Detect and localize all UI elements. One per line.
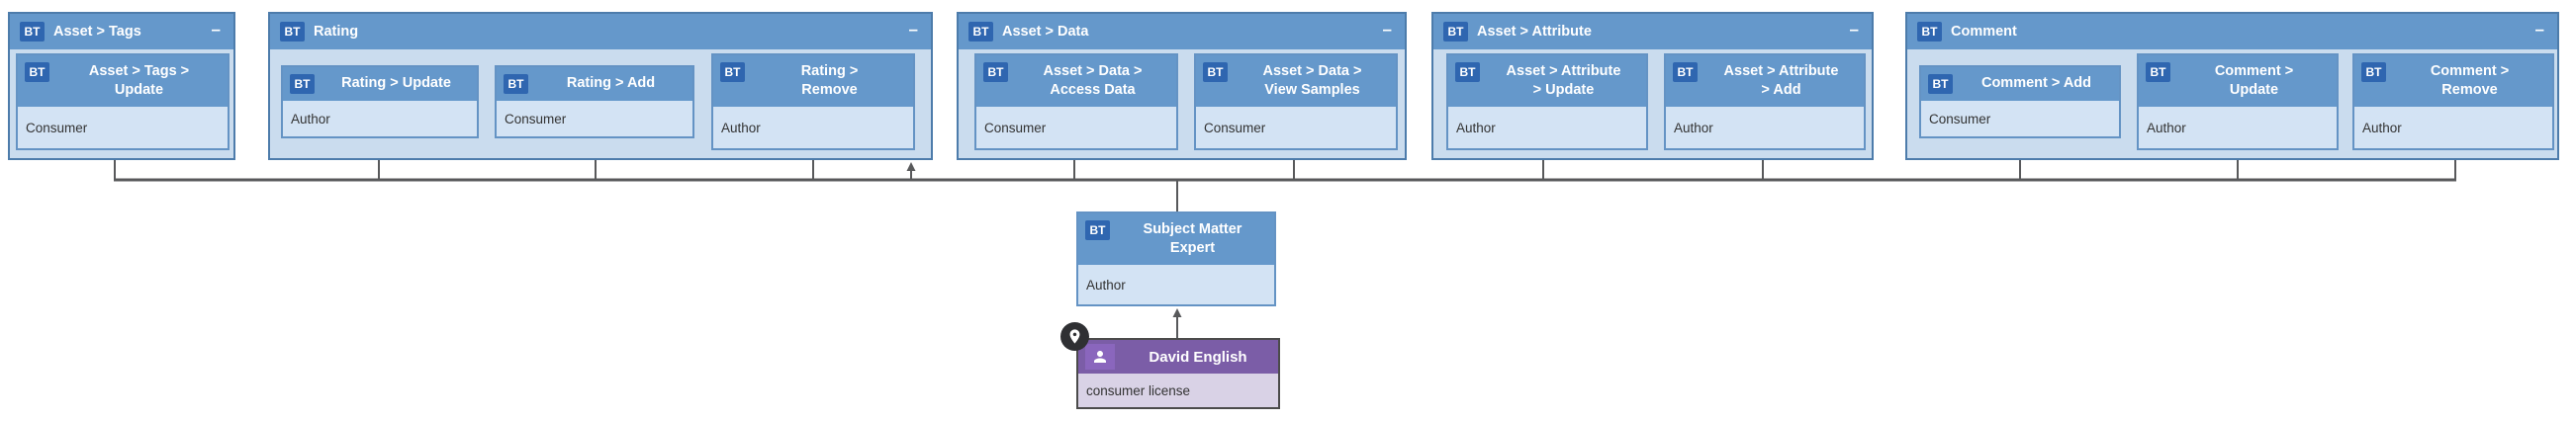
node-title: Asset > Data > Access Data xyxy=(1043,63,1143,99)
node-role: Author xyxy=(291,111,330,126)
business-term-badge-icon: BT xyxy=(1455,62,1480,82)
group-asset-data[interactable]: BT Asset > Data – BT Asset > Data > Acce… xyxy=(957,12,1407,160)
node-asset-data-access-data[interactable]: BT Asset > Data > Access Data Consumer xyxy=(974,53,1178,150)
group-title: Asset > Attribute xyxy=(1477,24,1592,40)
business-term-badge-icon: BT xyxy=(2146,62,2170,82)
node-role: Author xyxy=(1086,277,1126,293)
node-role: Consumer xyxy=(26,120,88,135)
business-term-badge-icon: BT xyxy=(25,62,49,82)
group-title: Rating xyxy=(314,24,359,40)
node-role: Consumer xyxy=(1204,120,1266,135)
node-title: Rating > Add xyxy=(566,75,656,91)
node-role: Consumer xyxy=(1929,111,1991,126)
node-asset-attribute-add[interactable]: BT Asset > Attribute > Add Author xyxy=(1664,53,1866,150)
node-role: Author xyxy=(2147,120,2186,135)
location-pin-icon xyxy=(1060,322,1089,351)
minimize-button[interactable]: – xyxy=(908,19,918,39)
minimize-button[interactable]: – xyxy=(1382,19,1392,39)
group-asset-attribute[interactable]: BT Asset > Attribute – BT Asset > Attrib… xyxy=(1431,12,1874,160)
group-header[interactable]: BT Asset > Tags – xyxy=(10,14,233,49)
business-term-badge-icon: BT xyxy=(720,62,745,82)
group-title: Asset > Data xyxy=(1002,24,1089,40)
group-title: Asset > Tags xyxy=(53,24,141,40)
node-title: Rating > Update xyxy=(341,75,451,91)
business-term-badge-icon: BT xyxy=(1673,62,1698,82)
node-title: Asset > Attribute > Update xyxy=(1506,63,1621,99)
node-role: Author xyxy=(1674,120,1713,135)
group-asset-tags[interactable]: BT Asset > Tags – BT Asset > Tags > Upda… xyxy=(8,12,235,160)
node-role: Author xyxy=(1456,120,1496,135)
group-title: Comment xyxy=(1951,24,2017,40)
node-rating-add[interactable]: BT Rating > Add Consumer xyxy=(495,65,694,138)
business-term-badge-icon: BT xyxy=(983,62,1008,82)
group-comment[interactable]: BT Comment – BT Comment > Add Consumer B… xyxy=(1905,12,2559,160)
node-title: Comment > Add xyxy=(1980,75,2092,91)
node-title: Rating > Remove xyxy=(800,63,859,99)
user-name: David English xyxy=(1149,348,1247,366)
business-term-badge-icon: BT xyxy=(968,22,993,42)
node-role: Consumer xyxy=(984,120,1047,135)
node-subject-matter-expert[interactable]: BT Subject Matter Expert Author xyxy=(1076,211,1276,306)
group-header[interactable]: BT Comment – xyxy=(1907,14,2557,49)
business-term-badge-icon: BT xyxy=(1928,74,1953,94)
minimize-button[interactable]: – xyxy=(2534,19,2544,39)
group-rating[interactable]: BT Rating – BT Rating > Update Author BT… xyxy=(268,12,933,160)
group-header[interactable]: BT Asset > Attribute – xyxy=(1433,14,1872,49)
minimize-button[interactable]: – xyxy=(211,19,221,39)
person-icon xyxy=(1085,344,1115,370)
business-term-badge-icon: BT xyxy=(1203,62,1228,82)
node-title: Asset > Data > View Samples xyxy=(1262,63,1362,99)
node-comment-remove[interactable]: BT Comment > Remove Author xyxy=(2352,53,2554,150)
business-term-badge-icon: BT xyxy=(2361,62,2386,82)
node-asset-data-view-samples[interactable]: BT Asset > Data > View Samples Consumer xyxy=(1194,53,1398,150)
business-term-badge-icon: BT xyxy=(504,74,528,94)
business-term-badge-icon: BT xyxy=(1917,22,1942,42)
node-role: Author xyxy=(2362,120,2402,135)
minimize-button[interactable]: – xyxy=(1849,19,1859,39)
node-comment-add[interactable]: BT Comment > Add Consumer xyxy=(1919,65,2121,138)
node-title: Comment > Update xyxy=(2214,63,2294,99)
group-header[interactable]: BT Asset > Data – xyxy=(959,14,1405,49)
node-title: Asset > Tags > Update xyxy=(88,63,190,99)
node-comment-update[interactable]: BT Comment > Update Author xyxy=(2137,53,2339,150)
node-title: Subject Matter Expert xyxy=(1143,221,1242,257)
business-term-badge-icon: BT xyxy=(280,22,305,42)
node-title: Asset > Attribute > Add xyxy=(1723,63,1839,99)
node-title: Comment > Remove xyxy=(2430,63,2510,99)
node-asset-tags-update[interactable]: BT Asset > Tags > Update Consumer xyxy=(16,53,230,150)
node-role: Author xyxy=(721,120,761,135)
business-term-badge-icon: BT xyxy=(1085,220,1110,240)
node-rating-remove[interactable]: BT Rating > Remove Author xyxy=(711,53,915,150)
node-rating-update[interactable]: BT Rating > Update Author xyxy=(281,65,479,138)
business-term-badge-icon: BT xyxy=(20,22,45,42)
user-license: consumer license xyxy=(1086,382,1191,398)
group-header[interactable]: BT Rating – xyxy=(270,14,931,49)
node-asset-attribute-update[interactable]: BT Asset > Attribute > Update Author xyxy=(1446,53,1648,150)
node-user-david-english[interactable]: David English consumer license xyxy=(1076,338,1280,409)
business-term-badge-icon: BT xyxy=(1443,22,1468,42)
business-term-badge-icon: BT xyxy=(290,74,315,94)
node-role: Consumer xyxy=(505,111,567,126)
